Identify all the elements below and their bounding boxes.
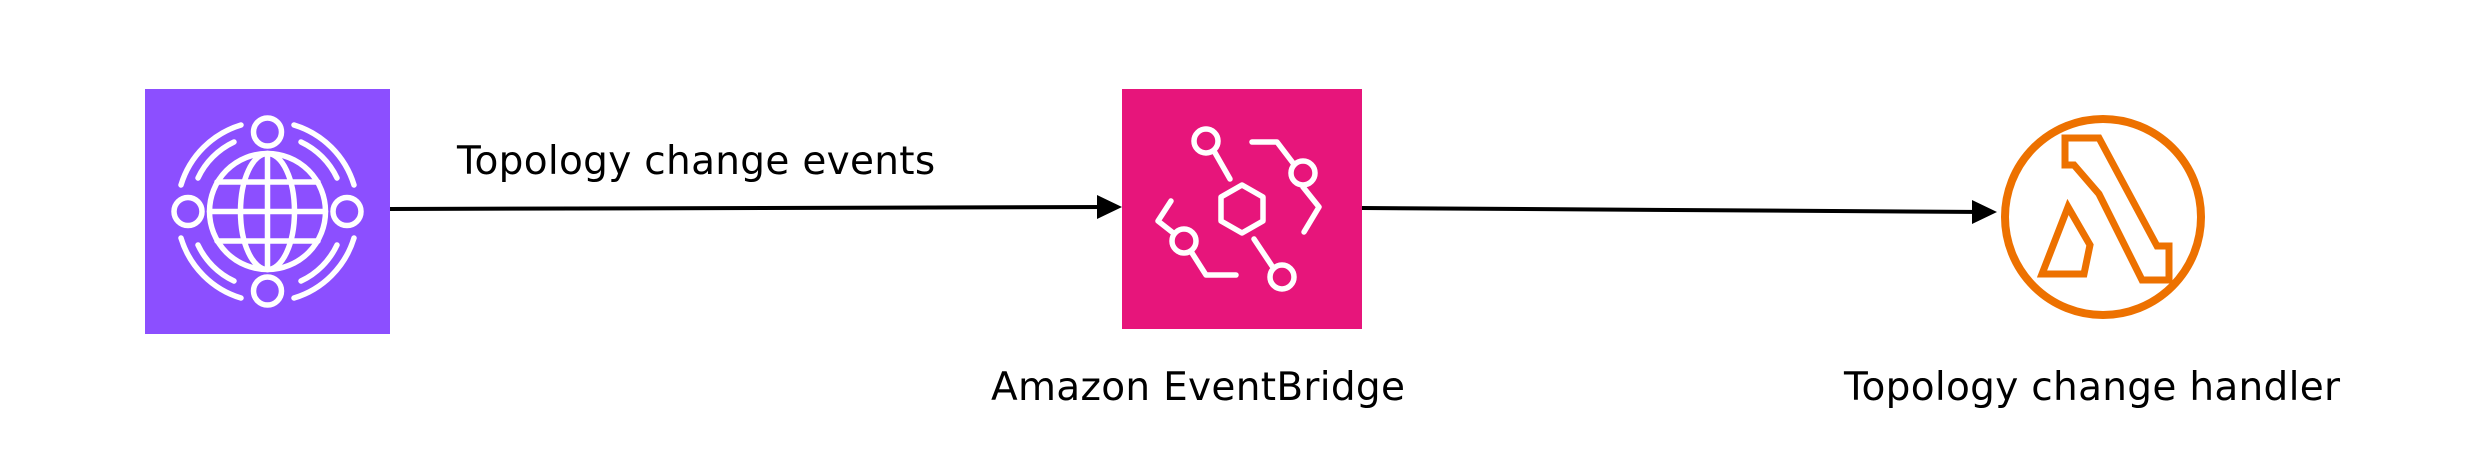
eventbridge-node: [1122, 89, 1362, 329]
arrowhead-network-to-eventbridge: [1097, 195, 1122, 219]
network-node: [145, 89, 390, 334]
edge-network-to-eventbridge: [389, 205, 1111, 211]
topology-change-handler-label: Topology change handler: [1844, 365, 2341, 410]
eventbridge-icon: [1122, 89, 1362, 329]
lambda-icon: [2001, 115, 2205, 319]
eventbridge-label: Amazon EventBridge: [991, 365, 1406, 410]
edge-eventbridge-to-handler: [1361, 206, 1986, 214]
globe-network-icon: [145, 89, 390, 334]
edge-label-topology-change-events: Topology change events: [457, 139, 936, 184]
arrowhead-eventbridge-to-handler: [1972, 200, 1997, 224]
lambda-node: [1997, 111, 2209, 323]
